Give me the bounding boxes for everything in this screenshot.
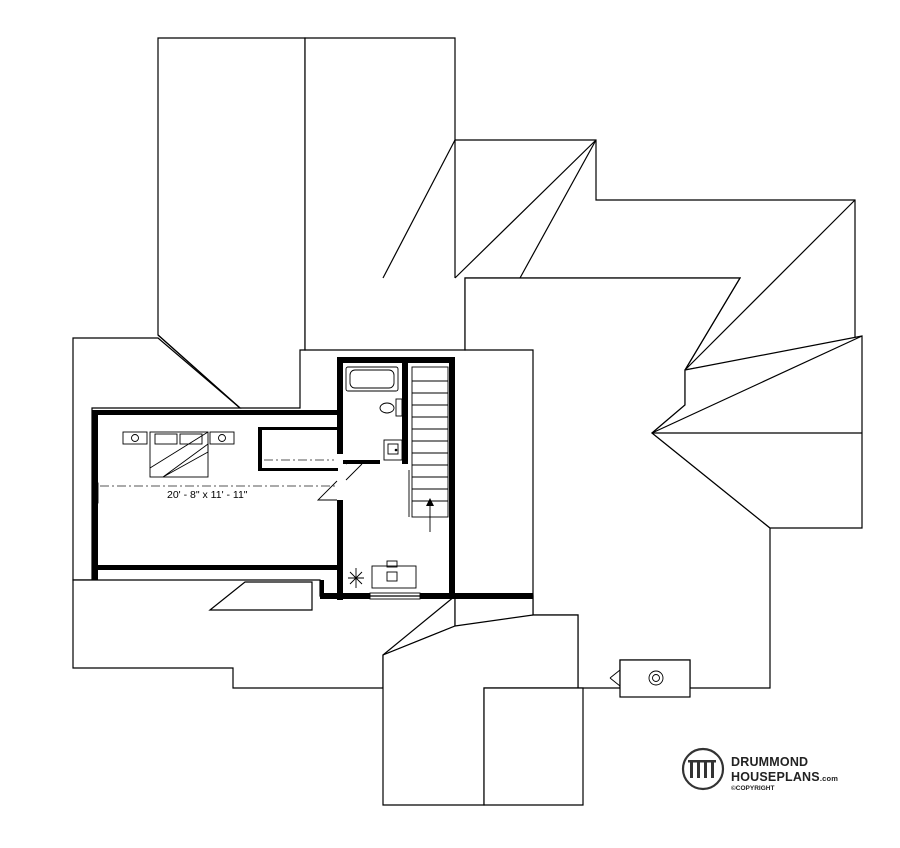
brand-line1: DRUMMOND xyxy=(731,755,808,769)
fixtures: 20' - 8" x 11' - 11" xyxy=(92,366,691,698)
desk xyxy=(371,565,417,589)
roof-plan xyxy=(72,37,863,806)
room-dimension: 20' - 8" x 11' - 11" xyxy=(167,489,248,501)
bed xyxy=(149,431,209,478)
brand-copyright: ©COPYRIGHT xyxy=(731,784,774,792)
night-table-right xyxy=(209,431,235,445)
night-table-left xyxy=(122,431,148,445)
roof-left-wing xyxy=(157,37,306,409)
svg-text:HOUSEPLANS.com: HOUSEPLANS.com xyxy=(731,770,838,784)
chimney xyxy=(609,659,691,698)
roof-dormer xyxy=(208,581,313,611)
floor-walls xyxy=(92,357,533,600)
window-left xyxy=(92,482,99,504)
bathtub xyxy=(345,366,399,392)
watermark-logo: DRUMMOND HOUSEPLANS.com ©COPYRIGHT xyxy=(681,747,838,792)
brand-suffix: .com xyxy=(820,774,838,783)
plant-icon xyxy=(348,568,364,588)
sink-vanity xyxy=(383,439,403,461)
stairs xyxy=(408,366,449,532)
roof-bottom-right-small xyxy=(483,687,584,806)
toilet xyxy=(379,402,395,414)
brand-line2: HOUSEPLANS xyxy=(731,770,820,784)
